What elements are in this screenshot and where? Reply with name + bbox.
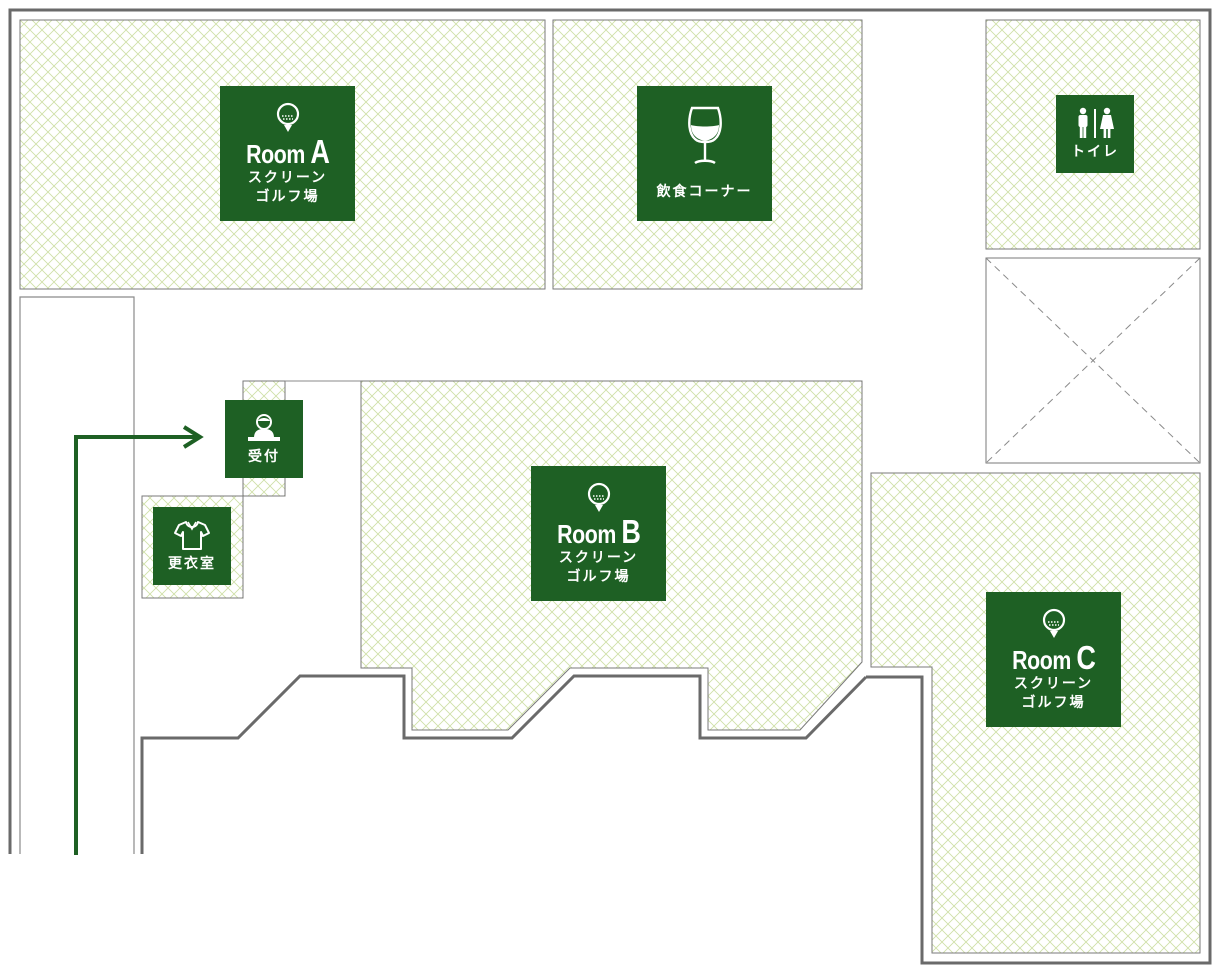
room-b-title: Room B <box>556 512 641 550</box>
room-a-title: Room A <box>245 132 330 170</box>
changing-room-sign[interactable]: 更衣室 <box>153 507 231 585</box>
wine-glass-icon <box>687 106 722 165</box>
dining-label: 飲食コーナー <box>656 184 753 200</box>
dining-sign[interactable]: 飲食コーナー <box>637 86 772 221</box>
room-b-line1: スクリーン <box>558 549 639 566</box>
room-c-line1: スクリーン <box>1013 675 1094 692</box>
route-arrow-icon <box>74 425 204 855</box>
reception-label: 受付 <box>248 448 280 465</box>
room-c-sign[interactable]: Room C スクリーン ゴルフ場 <box>986 592 1121 727</box>
golf-ball-tee-icon <box>1042 608 1065 638</box>
toilet-sign[interactable]: トイレ <box>1056 95 1134 173</box>
room-b-line2: ゴルフ場 <box>566 568 631 585</box>
room-a-line1: スクリーン <box>247 169 328 186</box>
outer-wall <box>8 8 1212 965</box>
room-c-line2: ゴルフ場 <box>1021 694 1086 711</box>
void-area <box>985 257 1201 464</box>
room-a-line2: ゴルフ場 <box>255 188 320 205</box>
golf-ball-tee-icon <box>276 102 299 132</box>
interior-wall <box>140 674 868 854</box>
reception-sign[interactable]: 受付 <box>225 400 303 478</box>
room-a-sign[interactable]: Room A スクリーン ゴルフ場 <box>220 86 355 221</box>
changing-room-label: 更衣室 <box>168 555 216 572</box>
toilet-label: トイレ <box>1071 143 1119 160</box>
receptionist-icon <box>248 413 280 441</box>
corridor-wall <box>19 296 135 854</box>
golf-ball-tee-icon <box>587 482 610 512</box>
shirt-icon <box>174 520 210 550</box>
restroom-icon <box>1078 107 1114 138</box>
room-b-sign[interactable]: Room B スクリーン ゴルフ場 <box>531 466 666 601</box>
room-c-title: Room C <box>1011 638 1096 676</box>
